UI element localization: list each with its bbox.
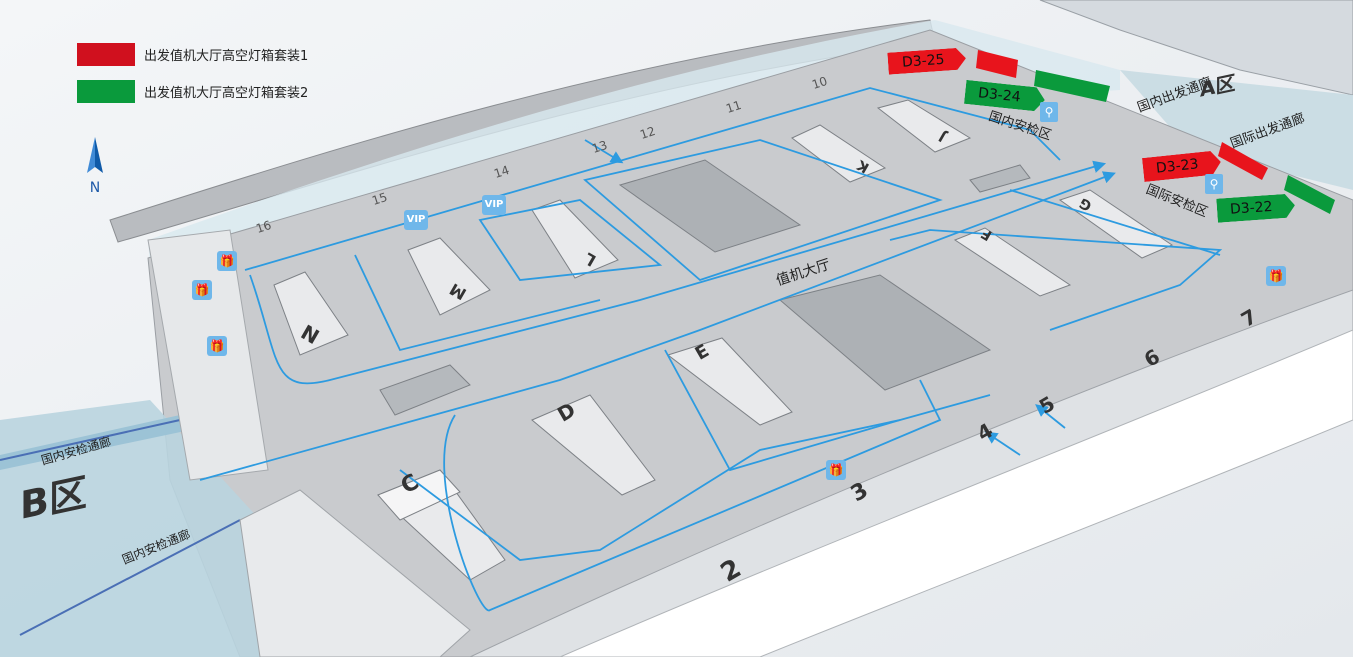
legend-label: 出发值机大厅高空灯箱套装1 <box>144 48 309 64</box>
entry-arrow-13 <box>584 139 624 164</box>
vip-label: VIP <box>484 199 504 210</box>
gift-icon[interactable]: 🎁 <box>192 280 212 300</box>
escalator-pit-east <box>969 164 1031 193</box>
route-loop-5 <box>443 379 942 611</box>
person-scan-icon[interactable]: ⚲ <box>1205 174 1223 194</box>
vip-badge[interactable]: VIP <box>404 210 428 230</box>
escalator-pit-west <box>379 364 471 416</box>
compass-arrow-icon <box>87 137 103 173</box>
entry-arrow-5 <box>1035 404 1066 429</box>
lower-roadway <box>559 329 1353 657</box>
counter-island-L[interactable] <box>531 199 619 279</box>
route-loop-6 <box>664 349 991 472</box>
legend-label: 出发值机大厅高空灯箱套装2 <box>144 85 309 101</box>
route-loop-7 <box>889 229 1223 331</box>
route-loop-3 <box>583 139 943 282</box>
northeast-building <box>1039 0 1353 96</box>
vip-label: VIP <box>406 214 426 225</box>
escalator-pits <box>379 159 1031 416</box>
route-mid-south <box>199 171 1116 481</box>
person-scan-icon[interactable]: ⚲ <box>1040 102 1058 122</box>
escalator-pit-south <box>778 274 992 391</box>
counter-island-N[interactable] <box>273 271 349 356</box>
legend-item-lightbox-2: 出发值机大厅高空灯箱套装2 <box>77 79 308 103</box>
legend-item-lightbox-1: 出发值机大厅高空灯箱套装1 <box>77 42 308 66</box>
compass-label: N <box>89 180 101 196</box>
vip-badge[interactable]: VIP <box>482 195 506 215</box>
counter-island-M[interactable] <box>407 237 491 316</box>
counter-island-K[interactable] <box>791 124 887 183</box>
escalator-pit-north <box>618 159 802 253</box>
route-loop-4 <box>399 419 901 561</box>
counter-island-E[interactable] <box>666 337 793 426</box>
map-legend: 出发值机大厅高空灯箱套装1 出发值机大厅高空灯箱套装2 <box>77 42 308 116</box>
route-east <box>1009 189 1221 256</box>
flow-routes <box>199 87 1223 611</box>
gift-icon[interactable]: 🎁 <box>826 460 846 480</box>
counter-island-F[interactable] <box>953 227 1072 297</box>
counter-island-G[interactable] <box>1058 189 1174 259</box>
route-loop-2 <box>478 199 663 281</box>
counter-islands <box>273 99 1174 581</box>
gift-icon[interactable]: 🎁 <box>207 336 227 356</box>
counter-island-J[interactable] <box>876 99 972 153</box>
gift-icon[interactable]: 🎁 <box>1266 266 1286 286</box>
entry-arrow-4 <box>984 431 1021 456</box>
legend-swatch-red <box>77 42 135 66</box>
southwest-block <box>239 489 471 657</box>
route-mid-north <box>249 160 1107 385</box>
intl-corridor-glass <box>1120 70 1353 190</box>
gift-icon[interactable]: 🎁 <box>217 251 237 271</box>
lightbox-panels <box>976 50 1335 214</box>
legend-swatch-green <box>77 79 135 103</box>
b-zone-area <box>0 400 280 657</box>
counter-island-C[interactable] <box>377 469 506 581</box>
counter-island-D[interactable] <box>531 394 656 496</box>
route-north <box>244 87 1061 271</box>
compass: N <box>83 137 107 195</box>
route-loop-1 <box>354 254 601 352</box>
